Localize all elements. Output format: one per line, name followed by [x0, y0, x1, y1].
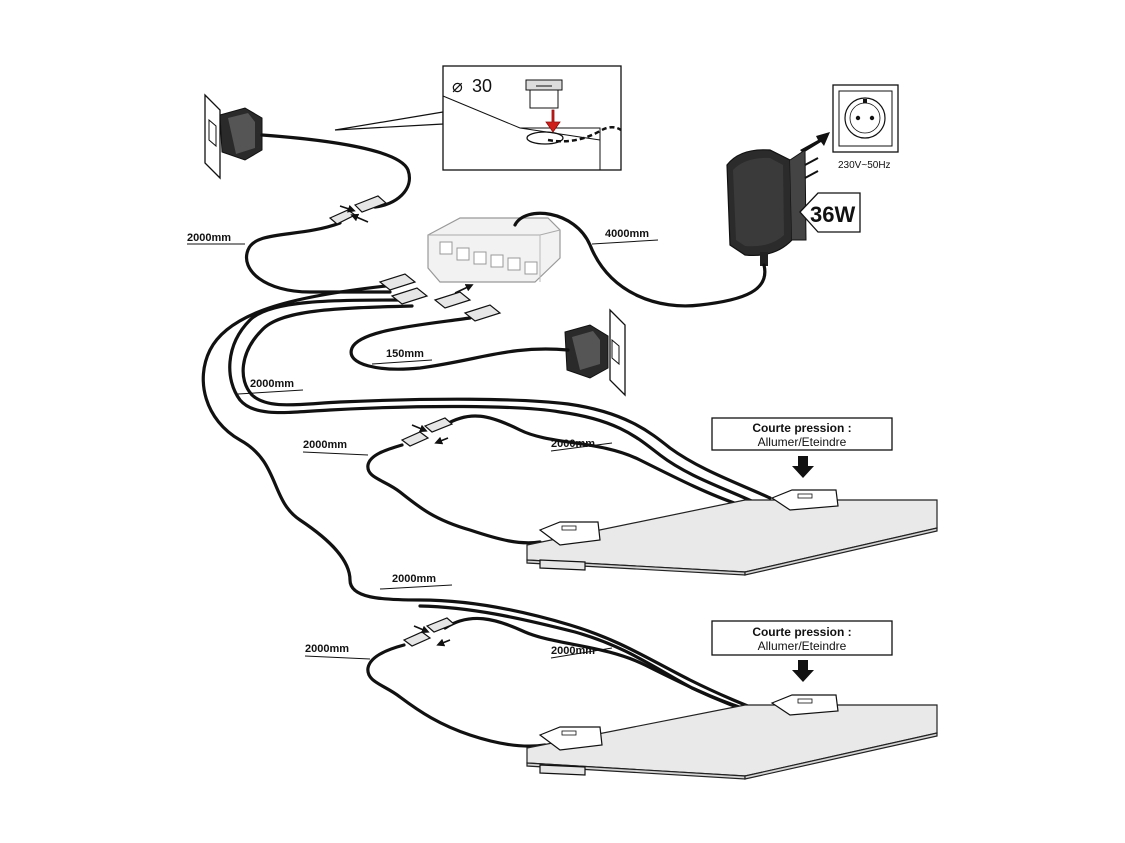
cable-label-hub-power: 4000mm [605, 228, 649, 240]
touch-switch-shelf1-icon [770, 489, 839, 511]
led-light-shelf2-left-icon [538, 726, 603, 776]
shelf-2 [526, 694, 938, 780]
sensor-switch-right-icon [564, 308, 626, 397]
down-arrow-icon [792, 456, 814, 478]
callout-1: Courte pression : Allumer/Eteindre [711, 417, 893, 478]
down-arrow-icon [792, 660, 814, 682]
diameter-symbol: ⌀ [452, 76, 463, 96]
plug-in-arrow-icon [800, 132, 830, 153]
callout-2-title: Courte pression : [752, 625, 851, 639]
callout-1-title: Courte pression : [752, 421, 851, 435]
touch-switch-shelf2-icon [770, 694, 839, 716]
hole-detail-inset: ⌀ 30 [334, 65, 622, 171]
insert-arrow-icon [545, 109, 561, 133]
cable-label-middle-left: 2000mm [250, 378, 294, 390]
power-adapter-icon [726, 149, 819, 266]
wattage-tag: 36W [799, 192, 861, 233]
callout-2-subtitle: Allumer/Eteindre [758, 639, 847, 653]
shelf-1 [526, 489, 938, 576]
wattage-label: 36W [810, 202, 855, 227]
cables [201, 133, 777, 748]
distribution-hub-icon [427, 217, 561, 283]
cable-label-top-left: 2000mm [187, 232, 231, 244]
led-light-shelf1-left-icon [538, 521, 601, 571]
wall-socket-icon [832, 84, 899, 153]
hole-sensor-icon [525, 79, 563, 109]
callout-1-subtitle: Allumer/Eteindre [758, 435, 847, 449]
cable-label-short: 150mm [386, 348, 424, 360]
cable-label-shelf2-left: 2000mm [305, 643, 349, 655]
connectors [328, 195, 502, 647]
hole-diameter-label: 30 [472, 76, 492, 96]
cable-length-labels: 2000mm 4000mm 150mm 2000mm 2000mm 2000mm… [187, 228, 659, 660]
mains-voltage-label: 230V~50Hz [838, 160, 891, 171]
cable-label-shelf1-left: 2000mm [303, 439, 347, 451]
cable-label-lower-long: 2000mm [392, 573, 436, 585]
cable-label-shelf2-right: 2000mm [551, 645, 595, 657]
sensor-switch-top-icon [204, 93, 263, 180]
callout-2: Courte pression : Allumer/Eteindre [711, 620, 893, 682]
